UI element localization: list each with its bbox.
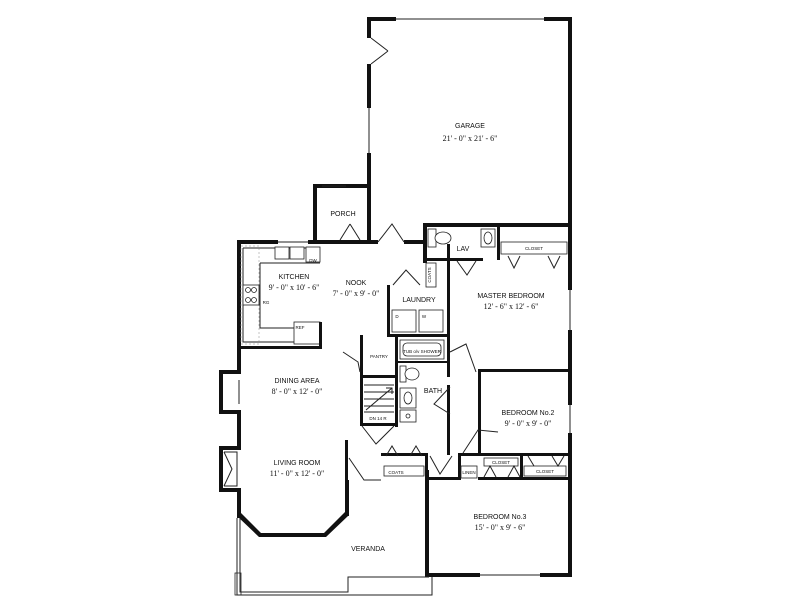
bedroom2-closet-a: CLOSET	[483, 457, 521, 478]
nook-rear-door	[377, 223, 405, 245]
bedroom2-door	[462, 429, 499, 454]
dryer	[391, 309, 417, 333]
garage-door-opening	[396, 16, 544, 22]
living-room-dims: 11' - 0" x 12' - 0"	[270, 469, 324, 478]
hall-coats-closet: COATS	[383, 445, 425, 477]
living-room-label: LIVING ROOM	[274, 460, 321, 467]
bedroom2-dims: 9' - 0" x 9' - 0"	[505, 419, 552, 428]
master-bedroom-label: MASTER BEDROOM	[477, 293, 544, 300]
master-closet-label: CLOSET	[525, 246, 543, 251]
bathtub	[399, 339, 445, 360]
bedroom2-label: BEDROOM No.2	[502, 410, 555, 417]
windows	[236, 239, 573, 578]
sink	[274, 246, 305, 260]
master-bedroom-dims: 12' - 6" x 12' - 6"	[484, 302, 539, 311]
linen-closet: LINEN	[460, 465, 478, 479]
garage-window	[366, 108, 372, 153]
veranda-outline	[234, 518, 433, 596]
dishwasher	[305, 246, 321, 263]
bedroom2-closet-a-label: CLOSET	[492, 460, 510, 465]
range	[242, 284, 260, 306]
laundry-door	[392, 269, 421, 286]
pantry-door	[342, 351, 361, 373]
bath-toilet	[399, 365, 420, 383]
bath-label: BATH	[424, 388, 442, 395]
kitchen-label: KITCHEN	[279, 274, 310, 281]
washer-label: W	[422, 314, 427, 319]
lav-toilet	[427, 228, 452, 248]
porch-door	[339, 223, 361, 241]
interior-walls	[241, 226, 572, 482]
bedroom3-label: BEDROOM No.3	[474, 514, 527, 521]
garage-dims: 21' - 0" x 21' - 6"	[443, 134, 498, 143]
dining-area-label: DINING AREA	[274, 378, 319, 385]
tub-shower-label: TUB o/v SHOWER	[403, 349, 442, 354]
bedroom2-closet-b: CLOSET	[523, 455, 567, 477]
stairs-label: DN 14 R	[369, 416, 387, 421]
pantry-label: PANTRY	[370, 354, 388, 359]
stairs	[364, 384, 394, 413]
linen-label: LINEN	[462, 470, 475, 475]
front-door	[348, 457, 381, 481]
dining-area-dims: 8' - 0" x 12' - 0"	[272, 387, 323, 396]
dishwasher-label: DW	[309, 258, 317, 263]
garage-label: GARAGE	[455, 123, 485, 130]
lav-door	[456, 260, 477, 276]
laundry-label: LAUNDRY	[402, 297, 436, 304]
bedroom3-door	[429, 455, 453, 475]
porch-label: PORCH	[330, 211, 355, 218]
master-door	[449, 343, 477, 373]
washer	[418, 309, 444, 333]
master-closet: CLOSET	[500, 241, 568, 270]
veranda-label: VERANDA	[351, 546, 385, 553]
stairs-door	[361, 425, 395, 445]
dryer-label: D	[395, 314, 399, 319]
nook-label: NOOK	[346, 280, 367, 287]
refrigerator-label: REF	[296, 325, 305, 330]
garage-side-door	[366, 37, 389, 65]
bath-sink	[399, 387, 417, 409]
lav-label: LAV	[457, 246, 470, 253]
bath-drain	[405, 413, 411, 419]
nook-dims: 7' - 0" x 9' - 0"	[333, 289, 380, 298]
coats-closet-laundry: COATS	[425, 262, 437, 288]
hall-coats-label: COATS	[388, 470, 403, 475]
kitchen-dims: 9' - 0" x 10' - 6"	[269, 283, 320, 292]
bedroom2-closet-b-label: CLOSET	[536, 469, 554, 474]
bedroom3-dims: 15' - 0" x 9' - 6"	[475, 523, 526, 532]
range-label: RG	[263, 300, 270, 305]
bath-door	[433, 386, 451, 415]
fireplace	[223, 451, 238, 487]
lav-sink	[480, 228, 496, 248]
coats-entry-label: COATS	[427, 267, 432, 282]
